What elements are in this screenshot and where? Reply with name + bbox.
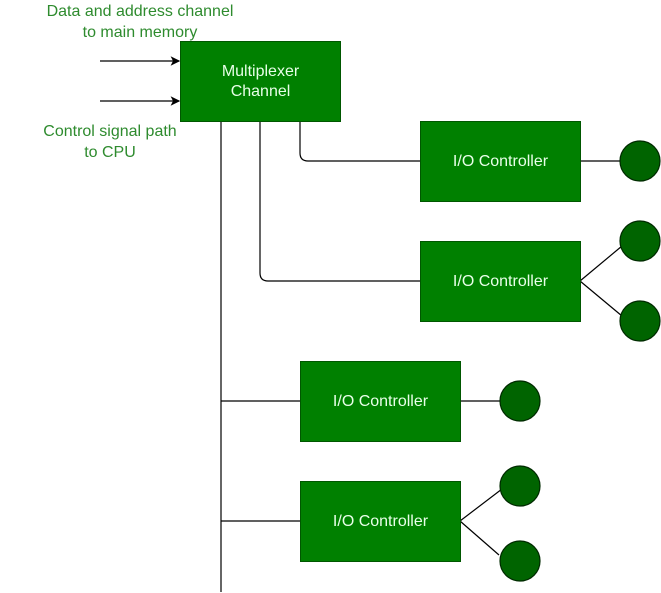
io-device [619,220,661,262]
connector-controller-2 [259,121,420,282]
io-device [619,140,661,182]
io-device [499,465,541,507]
control-path-label-line2: to CPU [84,144,136,161]
data-channel-label: Data and address channel to main memory [20,1,260,43]
io-controller-box: I/O Controller [420,241,581,322]
data-channel-label-line1: Data and address channel [46,3,234,20]
connector-controller-1 [299,121,420,162]
io-device [619,300,661,342]
data-channel-label-line2: to main memory [82,24,198,41]
io-controller-box: I/O Controller [300,361,461,442]
io-controller-label: I/O Controller [332,392,429,410]
io-device [499,540,541,582]
io-controller-label: I/O Controller [452,272,549,290]
io-controller-box: I/O Controller [300,481,461,562]
multiplexer-label-line2: Channel [230,82,291,100]
device-link [579,245,623,282]
control-path-label-line1: Control signal path [43,123,177,140]
device-link [459,488,503,522]
multiplexer-channel-box: Multiplexer Channel [180,41,341,122]
io-device [499,380,541,422]
io-controller-label: I/O Controller [332,512,429,530]
io-controller-label: I/O Controller [452,152,549,170]
device-link [459,520,500,556]
control-path-label: Control signal path to CPU [20,121,200,163]
device-link [579,280,623,317]
multiplexer-label-line1: Multiplexer [221,62,300,80]
io-controller-box: I/O Controller [420,121,581,202]
